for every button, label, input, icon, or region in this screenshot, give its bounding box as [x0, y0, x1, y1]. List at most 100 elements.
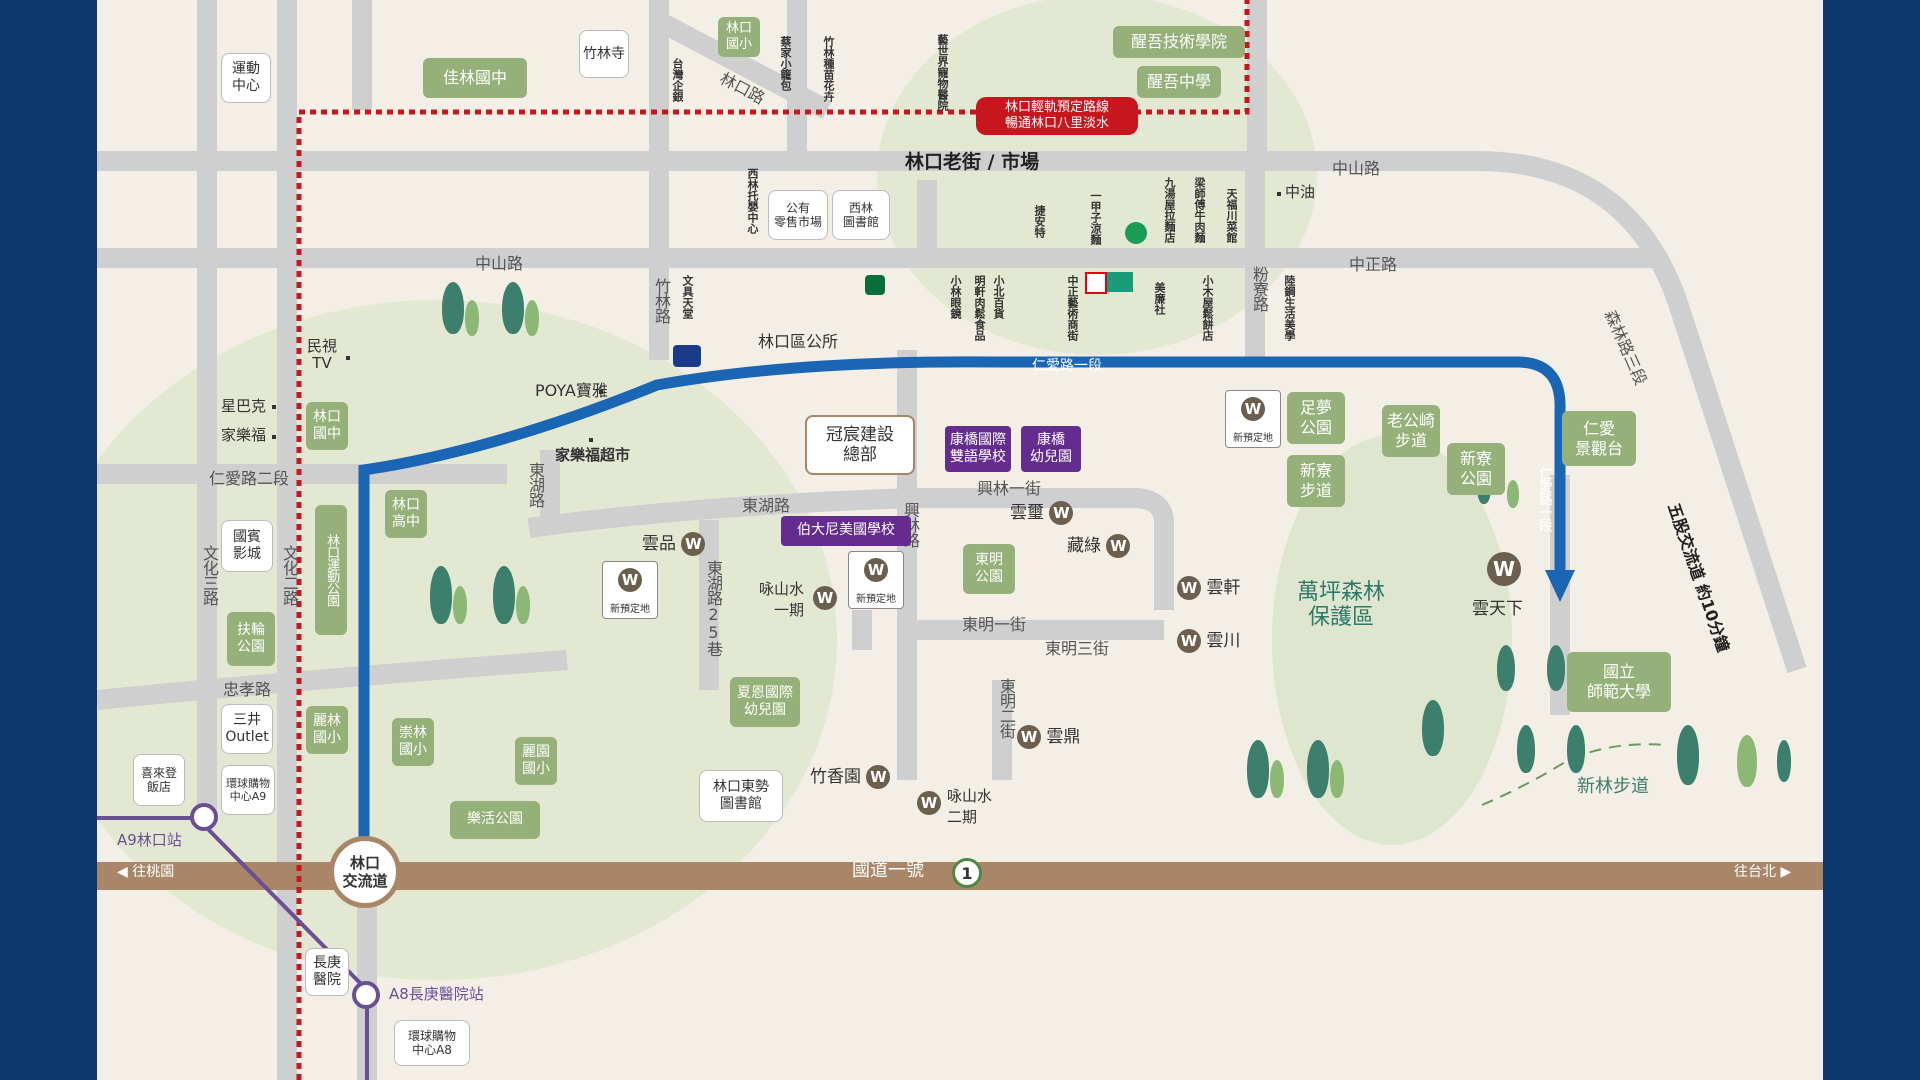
poi-public-market[interactable]: 公有 零售市場 — [768, 190, 828, 240]
w-logo-icon: W — [1241, 397, 1265, 421]
marker-dot — [589, 438, 593, 442]
dev-yuntianxia[interactable]: 雲天下 — [1472, 599, 1523, 619]
poi-minshi[interactable]: 民視 TV — [307, 337, 338, 373]
dev-canglu[interactable]: 藏綠 W — [1067, 531, 1131, 558]
shop-label: 天福川菜館 — [1225, 188, 1238, 243]
metro-a9[interactable]: A9林口站 — [117, 831, 182, 849]
poi-kangqiao-k[interactable]: 康橋 幼兒園 — [1021, 426, 1081, 472]
road-fenliao: 粉寮路 — [1250, 266, 1269, 311]
poi-xinliao-trail[interactable]: 新寮 步道 — [1287, 455, 1345, 507]
shop-label: 文具天堂 — [681, 275, 694, 319]
tree-icon — [1422, 700, 1444, 756]
poi-poya[interactable]: POYA寶雅 — [535, 381, 608, 400]
poi-xingwu-hs[interactable]: 醒吾中學 — [1137, 66, 1221, 98]
poi-linkou-jh[interactable]: 林口 國中 — [306, 402, 348, 450]
road-renai2: 仁愛路二段 — [209, 469, 290, 488]
tree-icon — [516, 586, 530, 624]
poi-xiaen[interactable]: 夏恩國際 幼兒園 — [730, 677, 800, 727]
tree-icon — [1247, 740, 1269, 798]
dev-yunxi[interactable]: 雲璽 W — [1010, 498, 1074, 525]
dev-zhuxiangyuan[interactable]: 竹香園 W — [810, 762, 891, 789]
poi-xinliao-park[interactable]: 新寮 公園 — [1447, 443, 1505, 495]
tree-icon — [442, 282, 464, 334]
poi-lilin[interactable]: 麗林 國小 — [306, 706, 348, 754]
marker-dot — [272, 435, 276, 439]
poi-bodanny[interactable]: 伯大尼美國學校 — [781, 516, 911, 546]
interchange-marker[interactable]: 林口 交流道 — [329, 836, 401, 908]
dev-yunding[interactable]: W 雲鼎 — [1017, 722, 1080, 749]
poi-global-a9[interactable]: 環球購物 中心A9 — [221, 765, 275, 815]
poi-linkou-hs[interactable]: 林口 高中 — [385, 490, 427, 538]
w-logo-icon: W — [813, 586, 837, 610]
dev-yongshanshui2[interactable]: 咏山水 二期 — [947, 787, 993, 826]
shop-label: 九湯屋拉麵店 — [1163, 177, 1176, 243]
dev-yongshanshui1[interactable]: 咏山水 一期 — [759, 580, 805, 619]
map[interactable]: 林口老街 / 市場 萬坪森林 保護區 林口輕軌預定路線 暢通林口八里淡水 ◀ 往… — [97, 0, 1823, 1080]
tree-icon — [1567, 725, 1585, 773]
blue-route — [358, 356, 1566, 840]
road-zhongxiao: 忠孝路 — [223, 680, 272, 699]
bank-icon — [673, 345, 701, 367]
poi-library-east[interactable]: 林口東勢 圖書館 — [699, 770, 783, 822]
poi-xingwu-college[interactable]: 醒吾技術學院 — [1113, 26, 1245, 58]
poi-starbucks[interactable]: 星巴克 — [221, 397, 267, 415]
poi-jialin[interactable]: 佳林國中 — [423, 58, 527, 98]
poi-hq[interactable]: 冠宸建設 總部 — [805, 415, 915, 475]
tree-icon — [1517, 725, 1535, 773]
light-rail-label: 林口輕軌預定路線 暢通林口八里淡水 — [976, 97, 1138, 135]
poi-ntnu[interactable]: 國立 師範大學 — [1567, 652, 1671, 712]
poi-sheraton[interactable]: 喜來登 飯店 — [133, 754, 185, 806]
marker-dot — [272, 405, 276, 409]
poi-fulun-park[interactable]: 扶輪 公園 — [227, 612, 275, 666]
poi-renai-view[interactable]: 仁愛 景觀台 — [1562, 411, 1636, 466]
w-logo-icon: W — [1017, 725, 1041, 749]
light-rail-line — [296, 0, 1250, 1080]
metro-a8[interactable]: A8長庚醫院站 — [389, 985, 484, 1003]
dev-yunchuan[interactable]: W 雲川 — [1177, 626, 1240, 653]
poi-changgung[interactable]: 長庚 醫院 — [305, 948, 349, 996]
poi-xilin-lib[interactable]: 西林 圖書館 — [832, 190, 890, 240]
poi-carrefour-small[interactable]: 家樂福 — [221, 426, 267, 444]
seven-eleven-icon — [1085, 272, 1107, 294]
poi-gas[interactable]: 中油 — [1285, 183, 1316, 201]
poi-mitsui[interactable]: 三井 Outlet — [221, 704, 273, 754]
shop-label: 捷安特 — [1033, 205, 1046, 238]
dev-yunpin[interactable]: 雲品 W — [642, 529, 706, 556]
trail-label: 新林步道 — [1577, 776, 1649, 797]
tree-icon — [1507, 480, 1519, 508]
tree-icon — [1270, 760, 1284, 798]
tree-icon — [1777, 740, 1791, 782]
poi-lehuo[interactable]: 樂活公園 — [450, 801, 540, 839]
poi-kangqiao[interactable]: 康橋國際 雙語學校 — [945, 426, 1011, 472]
tree-icon — [465, 300, 479, 336]
tree-icon — [525, 300, 539, 336]
poi-sports-park[interactable]: 林口運動公園 — [315, 505, 347, 635]
road-donghu25: 東湖路25巷 — [704, 560, 723, 656]
poi-chonglin[interactable]: 崇林 國小 — [392, 718, 434, 766]
w-logo-icon: W — [917, 791, 941, 815]
marker-dot — [599, 390, 603, 394]
poi-dongming-park[interactable]: 東明 公園 — [963, 544, 1015, 594]
tree-icon — [1547, 645, 1565, 691]
w-logo-icon: W — [1177, 629, 1201, 653]
poi-zhulin-temple[interactable]: 竹林寺 — [579, 30, 629, 78]
tree-icon — [502, 282, 524, 334]
shop-label: 蔡家小籠包 — [779, 36, 792, 91]
dev-yunxuan[interactable]: W 雲軒 — [1177, 573, 1240, 600]
poi-global-a8[interactable]: 環球購物 中心A8 — [394, 1020, 470, 1066]
roads — [97, 0, 1807, 1080]
poi-linkou-elem[interactable]: 林口 國小 — [718, 17, 760, 57]
poi-carrefour[interactable]: 家樂福超市 — [555, 446, 631, 464]
poi-zumeng[interactable]: 足夢 公園 — [1287, 392, 1345, 444]
poi-district-office[interactable]: 林口區公所 — [758, 332, 839, 351]
poi-liyuan[interactable]: 麗園 國小 — [515, 737, 557, 785]
tree-icon — [1330, 760, 1344, 798]
poi-sports-center[interactable]: 運動 中心 — [221, 53, 271, 103]
road-zhongzheng: 中正路 — [1349, 255, 1398, 274]
tree-icon — [430, 566, 452, 624]
poi-laogongqi[interactable]: 老公崎 步道 — [1382, 405, 1440, 457]
poi-ambassador[interactable]: 國賓 影城 — [221, 520, 273, 572]
